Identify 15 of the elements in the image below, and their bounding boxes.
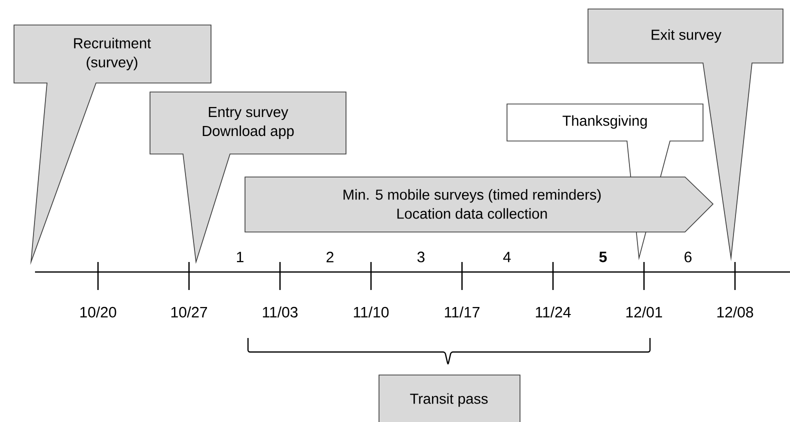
date-label: 12/08 [717,306,754,318]
date-label: 10/20 [80,306,116,318]
date-label: 10/27 [171,306,208,318]
date-label: 11/17 [444,306,480,318]
date-label: 11/03 [262,306,298,318]
week-number: 3 [417,252,425,262]
week-number: 5 [599,252,607,262]
date-label: 11/10 [354,306,389,318]
week-number: 2 [326,252,334,262]
week-number: 6 [684,252,692,262]
date-label: 12/01 [626,306,662,318]
week-number: 1 [236,252,244,262]
arrow-box: Min. 5 mobile surveys (timed reminders) Location data collection [244,176,714,232]
label-box: Transit pass [378,374,520,422]
date-label: 11/24 [536,306,571,318]
